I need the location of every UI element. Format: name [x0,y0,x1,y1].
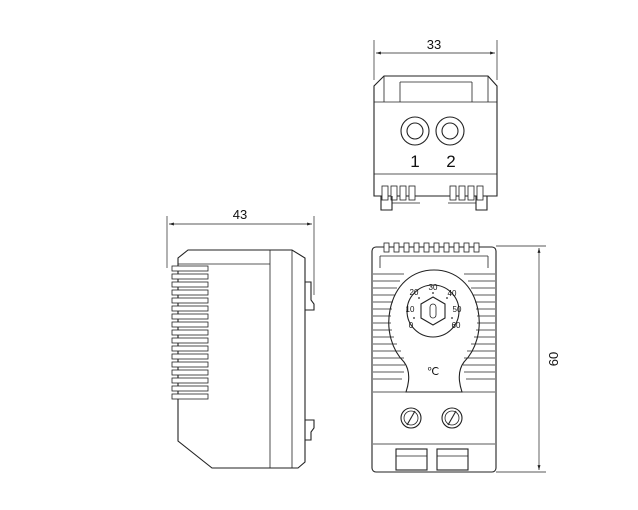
top-view: 33 1 2 [373,37,498,211]
terminal-hole-2 [435,116,465,146]
unit-label: ℃ [427,366,439,378]
front-grille-left [373,273,405,380]
terminal-label-1: 1 [410,152,419,171]
wire-entry-2 [436,448,469,471]
side-cooling-fins [171,265,209,400]
dial-scale-50: 50 [453,305,462,314]
side-view: 43 [166,207,315,469]
dial-scale-30: 30 [429,283,438,292]
dimension-height-label: 60 [546,352,561,366]
dial-scale-20: 20 [410,288,419,297]
rail-clip-top [305,281,315,311]
terminal-hole-1 [400,116,430,146]
dial-scale-40: 40 [448,289,457,298]
dimension-width-label: 33 [427,37,441,52]
dial-scale-0: 0 [409,321,414,330]
dial-scale-60: 60 [452,321,461,330]
dial-scale-10: 10 [406,305,415,314]
dial-hex-knob[interactable] [420,296,446,326]
terminal-label-2: 2 [446,152,455,171]
screw-terminal-2[interactable] [441,407,463,429]
front-top-vents [383,242,480,253]
wire-entry-1 [395,448,428,471]
top-body-outline [373,75,498,197]
front-grille-right [463,273,495,380]
dimension-depth-label: 43 [233,207,247,222]
top-vent-slots [381,185,484,201]
rail-clip-bottom [305,419,315,441]
screw-terminal-1[interactable] [400,407,422,429]
front-view: 60 [371,242,561,473]
temperature-dial[interactable] [406,284,460,338]
